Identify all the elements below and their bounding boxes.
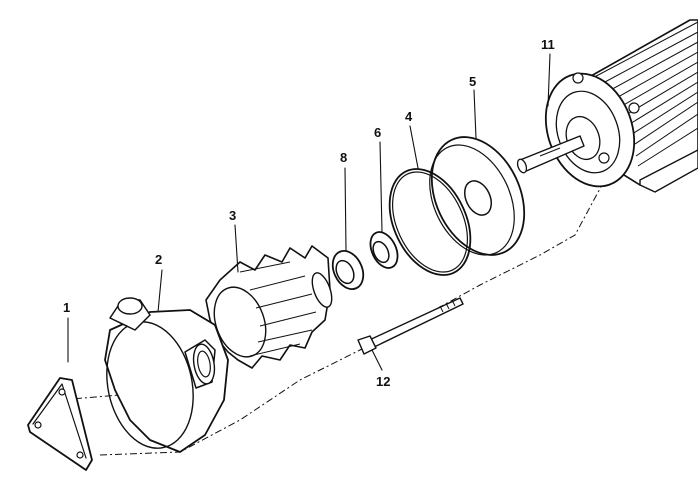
bolt bbox=[357, 297, 464, 355]
callout-1: 1 bbox=[63, 300, 70, 315]
cover-plate bbox=[27, 377, 93, 471]
impeller bbox=[205, 245, 333, 369]
o-ring bbox=[388, 168, 472, 276]
callout-3: 3 bbox=[229, 208, 236, 223]
callout-11: 11 bbox=[541, 37, 555, 52]
seal bbox=[369, 231, 399, 269]
pump-housing bbox=[104, 297, 229, 453]
motor bbox=[516, 19, 698, 193]
wear-plate bbox=[429, 136, 526, 256]
callout-12: 12 bbox=[376, 374, 390, 389]
callout-6: 6 bbox=[374, 125, 381, 140]
callout-8: 8 bbox=[340, 150, 347, 165]
callout-2: 2 bbox=[155, 252, 162, 267]
callout-labels: 1 2 3 4 5 6 8 11 12 bbox=[63, 37, 555, 389]
leader-lines bbox=[67, 53, 551, 371]
callout-5: 5 bbox=[469, 74, 476, 89]
bearing bbox=[331, 250, 365, 290]
callout-4: 4 bbox=[405, 109, 413, 124]
impeller-vanes bbox=[239, 261, 317, 357]
